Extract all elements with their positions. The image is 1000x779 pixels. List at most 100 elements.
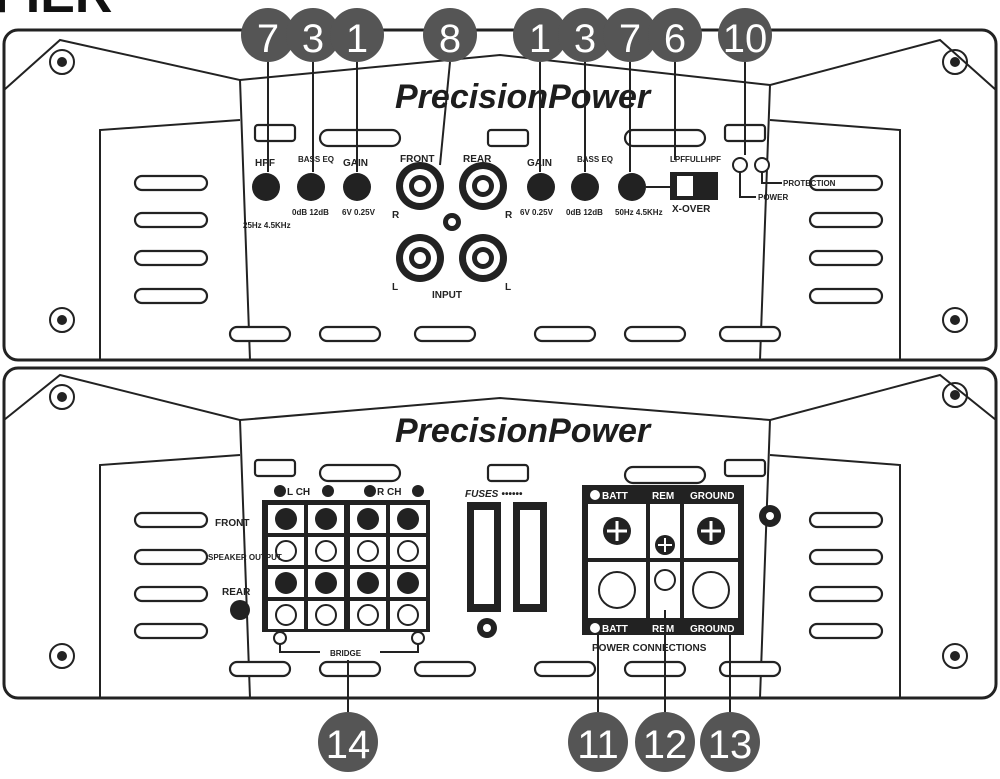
callout-badge: 10	[718, 8, 772, 62]
bottom-vents-bottom	[228, 660, 782, 678]
l-label-2: L	[505, 282, 511, 293]
rem-terminal[interactable]	[654, 535, 676, 591]
lch-label: L CH	[287, 487, 310, 498]
fuses-label: FUSES••••••	[465, 489, 523, 500]
xover-range: 50Hz 4.5KHz	[615, 208, 663, 217]
xover-knob[interactable]	[618, 173, 646, 201]
svg-text:1: 1	[529, 17, 551, 61]
rch-label: R CH	[377, 487, 401, 498]
callout-badge: 11	[568, 712, 628, 772]
header-fragment: FIER	[0, 0, 112, 24]
svg-text:8: 8	[439, 17, 461, 61]
side-vents-right-bottom	[808, 511, 884, 640]
ground-label-top: GROUND	[690, 491, 734, 502]
r-label-2: R	[505, 210, 513, 221]
speaker-output-label: SPEAKER OUTPUT	[208, 553, 282, 562]
r-label-1: R	[392, 210, 400, 221]
rear-output-label: REAR	[222, 587, 251, 598]
bottom-amplifier-panel: PrecisionPower L CH R CH	[2, 366, 998, 700]
brand-logo-top: PrecisionPower	[395, 78, 652, 116]
svg-text:11: 11	[577, 723, 619, 767]
lpf-label: LPF	[670, 155, 685, 164]
svg-text:6: 6	[664, 17, 686, 61]
full-label: FULL	[685, 155, 706, 164]
front-output-label: FRONT	[215, 518, 249, 529]
rca-rear-left[interactable]	[459, 234, 507, 282]
fuse-right[interactable]	[513, 502, 547, 612]
gain-range-right: 6V 0.25V	[520, 208, 554, 217]
power-connections-label: POWER CONNECTIONS	[592, 643, 707, 654]
l-label-1: L	[392, 282, 398, 293]
callouts-bottom: 14 11 12 13	[318, 610, 760, 772]
callout-badge: 3	[286, 8, 340, 62]
ground-label-bottom: GROUND	[690, 624, 734, 635]
callout-badge: 1	[330, 8, 384, 62]
hpf-range: 25Hz 4.5KHz	[243, 221, 291, 230]
callout-badge: 13	[700, 712, 760, 772]
callout-badge: 8	[423, 8, 477, 62]
bass-eq-range-right: 0dB 12dB	[566, 208, 603, 217]
svg-text:14: 14	[326, 723, 371, 767]
hpf-switch-label: HPF	[705, 155, 721, 164]
gain-range-left: 6V 0.25V	[342, 208, 376, 217]
callout-badge: 7	[241, 8, 295, 62]
svg-text:10: 10	[723, 17, 768, 61]
rem-label-top: REM	[652, 491, 674, 502]
top-amplifier-panel: PrecisionPower HPF BASS EQ GAIN 25Hz 4.5…	[2, 28, 998, 362]
bass-eq-label-left: BASS EQ	[298, 155, 334, 164]
callout-badge: 12	[635, 712, 695, 772]
bridge-label: BRIDGE	[330, 649, 362, 658]
rca-front-right[interactable]	[396, 162, 444, 210]
gain-knob-right[interactable]	[527, 173, 555, 201]
batt-label-bottom: BATT	[602, 624, 628, 635]
fuse-left[interactable]	[467, 502, 501, 612]
protection-led	[732, 157, 748, 173]
callout-badge: 3	[558, 8, 612, 62]
rca-front-left[interactable]	[396, 234, 444, 282]
ground-terminal[interactable]	[692, 517, 730, 609]
svg-text:12: 12	[643, 723, 688, 767]
gain-label-left: GAIN	[343, 158, 368, 169]
rear-screw	[230, 600, 250, 620]
hpf-knob[interactable]	[252, 173, 280, 201]
xover-label: X-OVER	[672, 204, 711, 215]
bass-eq-knob-left[interactable]	[297, 173, 325, 201]
hpf-label: HPF	[255, 158, 275, 169]
speaker-terminals[interactable]	[268, 505, 426, 629]
callout-badge: 7	[603, 8, 657, 62]
batt-label-top: BATT	[602, 491, 628, 502]
svg-text:3: 3	[574, 17, 596, 61]
bass-eq-label-right: BASS EQ	[577, 155, 613, 164]
power-terminal-block	[582, 485, 744, 635]
rem-label-bottom: REM	[652, 624, 674, 635]
xover-switch[interactable]	[670, 172, 718, 200]
callout-leaders-top	[267, 61, 746, 172]
speaker-terminal-block	[262, 500, 430, 632]
bass-eq-knob-right[interactable]	[571, 173, 599, 201]
svg-text:3: 3	[302, 17, 324, 61]
brand-logo-bottom: PrecisionPower	[395, 412, 652, 450]
rca-rear-right[interactable]	[459, 162, 507, 210]
svg-text:13: 13	[708, 723, 753, 767]
batt-terminal[interactable]	[598, 517, 636, 609]
svg-text:7: 7	[257, 17, 279, 61]
bottom-vents-top	[228, 325, 782, 343]
side-vents-left-bottom	[133, 511, 209, 640]
power-label: POWER	[758, 193, 788, 202]
protection-label: PROTECTION	[783, 179, 836, 188]
callouts-top: 7 3 1 8 1 3 7 6 10	[241, 8, 772, 62]
front-input-label: FRONT	[400, 154, 434, 165]
side-vents-right	[808, 174, 884, 305]
rear-input-label: REAR	[463, 154, 492, 165]
input-label: INPUT	[432, 290, 462, 301]
bass-eq-range-left: 0dB 12dB	[292, 208, 329, 217]
callout-badge: 6	[648, 8, 702, 62]
svg-text:7: 7	[619, 17, 641, 61]
callout-badge: 1	[513, 8, 567, 62]
gain-knob-left[interactable]	[343, 173, 371, 201]
side-vents-left	[133, 174, 209, 305]
callout-badge: 14	[318, 712, 378, 772]
svg-text:1: 1	[346, 17, 368, 61]
power-led	[754, 157, 770, 173]
